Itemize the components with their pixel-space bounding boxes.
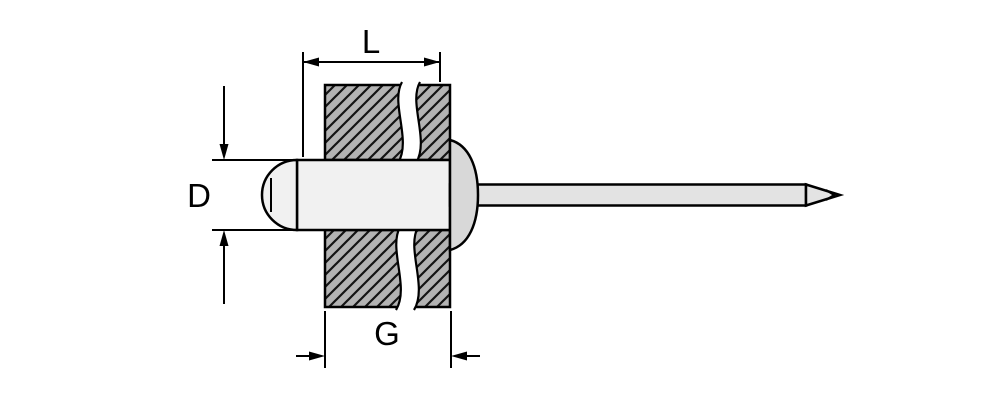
mandrel-tip-notch xyxy=(825,189,836,201)
dimension-l xyxy=(302,52,441,157)
dim-g-arrowhead-left-icon xyxy=(451,351,467,361)
bottom-plate xyxy=(323,228,452,309)
mandrel-tip xyxy=(804,182,845,208)
bottom-plate-break-left-edge xyxy=(395,226,402,311)
mandrel-stem xyxy=(448,183,808,207)
dimension-g xyxy=(296,311,480,368)
top-plate xyxy=(323,83,452,162)
dimension-d xyxy=(212,86,294,304)
dim-l-arrowhead-left-icon xyxy=(303,57,319,67)
dim-d-label: D xyxy=(187,177,211,214)
dim-g-label: G xyxy=(374,315,400,352)
rivet-group xyxy=(260,138,845,252)
rivet-body xyxy=(295,158,452,232)
top-plate-break-right-edge xyxy=(415,81,422,164)
dim-d-arrowhead-up-icon xyxy=(219,230,229,246)
dim-d-arrowhead-down-icon xyxy=(219,144,229,160)
rivet-dome-head xyxy=(260,158,299,232)
bottom-plate-break-right-edge xyxy=(413,226,420,311)
blind-side-head-bulge xyxy=(448,138,480,252)
dim-l-label: L xyxy=(362,23,380,60)
dim-g-arrowhead-right-icon xyxy=(309,351,325,361)
top-plate-break-left-edge xyxy=(397,81,404,164)
dim-l-arrowhead-right-icon xyxy=(424,57,440,67)
